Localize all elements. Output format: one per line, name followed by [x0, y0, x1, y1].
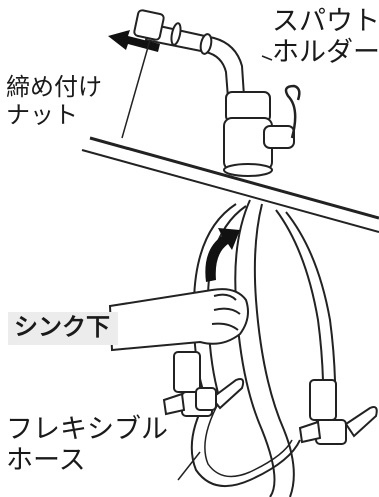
spout-holder-label: スパウト ホルダー — [272, 6, 379, 68]
spout-holder-label-line1: スパウト — [272, 6, 379, 37]
spout-holder-bracket — [284, 84, 301, 139]
flexible-hose-loop — [190, 399, 301, 487]
hose-leader-line — [177, 451, 201, 481]
spout-holder-label-line2: ホルダー — [272, 37, 379, 69]
countertop-underside — [81, 149, 379, 233]
lift-arrow-icon — [205, 228, 240, 282]
tightening-nut-label: 締め付け ナット — [6, 73, 102, 129]
nut-leader-line — [121, 39, 151, 139]
right-valve — [298, 379, 378, 445]
under-sink-label: シンク下 — [8, 312, 118, 345]
flexible-hose-loop-inner — [204, 399, 293, 478]
spout-leader-line — [261, 55, 273, 61]
hose-clip — [195, 387, 217, 411]
countertop-edge — [89, 136, 379, 220]
flexible-hose-label-line2: ホース — [6, 445, 86, 477]
flexible-hose-label-line1: フレキシブル — [6, 414, 168, 445]
flexible-hose-label: フレキシブル ホース — [6, 414, 168, 476]
pull-arrow-icon — [108, 30, 160, 52]
tightening-nut-label-line1: 締め付け — [6, 73, 102, 101]
faucet-spout — [133, 9, 246, 100]
hand — [108, 288, 249, 352]
tightening-nut-label-line2: ナット — [6, 100, 78, 129]
faucet-body — [223, 91, 295, 177]
